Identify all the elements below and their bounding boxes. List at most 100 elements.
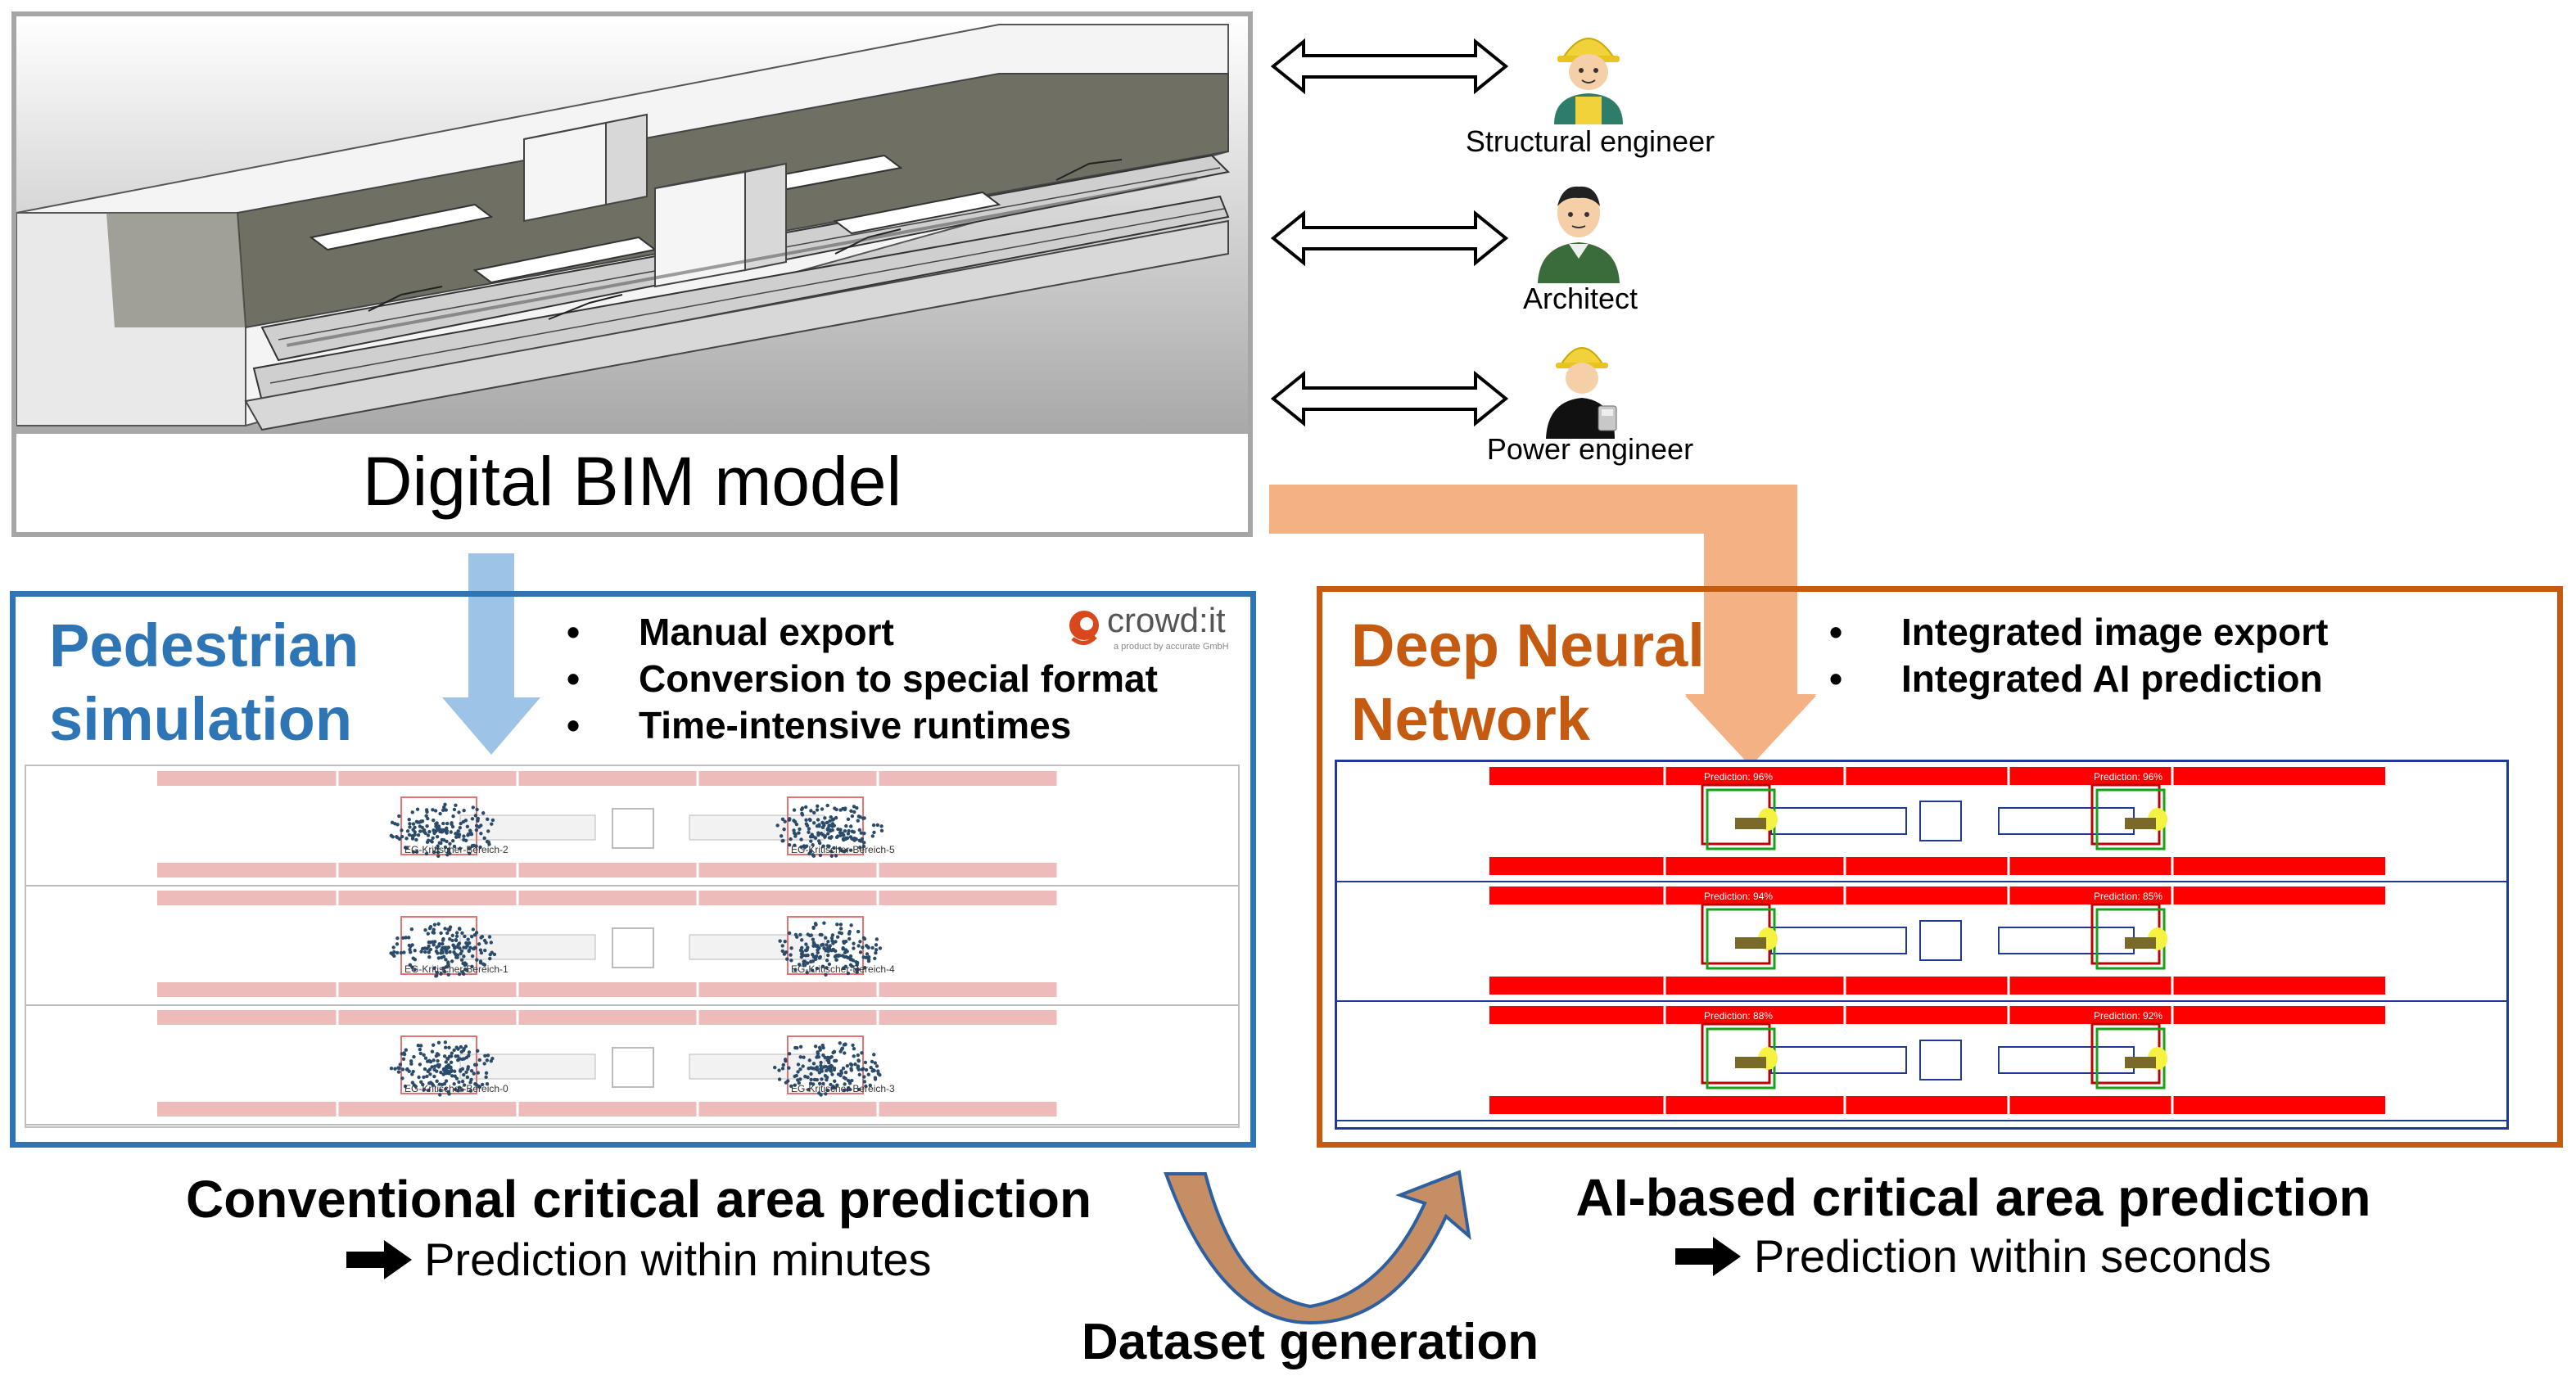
pedestrian-dot <box>816 831 820 835</box>
pedestrian-dot <box>815 966 820 971</box>
pedestrian-dot <box>489 1059 494 1063</box>
pedestrian-dot <box>445 1064 449 1069</box>
pedestrian-dot <box>830 939 834 943</box>
pedestrian-dot <box>422 1075 426 1080</box>
pedestrian-dot <box>827 1067 831 1071</box>
pedestrian-dot <box>414 819 419 824</box>
pedestrian-dot <box>454 1076 459 1080</box>
pedestrian-dot <box>407 818 411 822</box>
pedestrian-dot <box>807 1058 811 1062</box>
pedestrian-dot <box>807 817 812 822</box>
pedestrian-dot <box>794 822 799 827</box>
ai-subcaption: Prediction within seconds <box>1605 1229 2342 1287</box>
pedestrian-dot <box>457 1080 461 1085</box>
pedestrian-dot <box>396 1070 401 1074</box>
pedestrian-dot <box>423 950 427 954</box>
pedestrian-dot <box>839 1047 844 1052</box>
pedestrian-dot <box>804 822 809 826</box>
pedestrian-dot <box>474 823 479 828</box>
escalator-exit <box>2125 1057 2156 1068</box>
pedestrian-dot <box>466 832 471 837</box>
pedestrian-dot <box>870 1059 874 1064</box>
pedestrian-dot <box>459 1044 463 1049</box>
critical-area-frame <box>787 796 864 855</box>
pedestrian-dot <box>454 938 459 942</box>
pedestrian-dot <box>820 807 825 811</box>
pedestrian-dot <box>454 934 459 939</box>
pedestrian-dot <box>849 824 853 828</box>
pedestrian-dot <box>846 971 851 976</box>
pedestrian-dot <box>405 829 410 833</box>
ai-prediction-image: Prediction: 96%Prediction: 96%Prediction… <box>1335 760 2509 1130</box>
pedestrian-dot <box>448 937 452 941</box>
pedestrian-dot <box>820 1077 824 1081</box>
area-label: EG-Kritischer-Bereich-0 <box>404 1083 508 1094</box>
pedestrian-dot <box>792 819 796 823</box>
pedestrian-dot <box>441 808 445 813</box>
pedestrian-dot <box>792 828 796 832</box>
pedestrian-dot <box>872 830 876 835</box>
pedestrian-dot <box>838 833 843 837</box>
pedestrian-dot <box>835 935 840 939</box>
pedestrian-dot <box>449 830 453 834</box>
pedestrian-dot <box>416 832 421 837</box>
pedestrian-dot <box>815 808 820 812</box>
pedestrian-dot <box>455 953 460 958</box>
pedestrian-dot <box>433 809 438 813</box>
pedestrian-dot <box>792 808 797 812</box>
pedestrian-dot <box>796 1070 800 1074</box>
pedestrian-dot <box>816 839 821 843</box>
pedestrian-dot <box>465 943 469 948</box>
pedestrian-dot <box>458 927 462 932</box>
pedestrian-dot <box>874 951 878 955</box>
pedestrian-dot <box>462 834 466 838</box>
prediction-label: Prediction: 94% <box>1704 891 1773 902</box>
pedestrian-dot <box>443 1040 448 1044</box>
pedestrian-dot <box>458 825 462 830</box>
pedestrian-dot <box>870 834 874 838</box>
pedestrian-dot <box>430 1049 435 1053</box>
pedestrian-dot <box>829 835 834 839</box>
pedestrian-dot <box>859 839 863 843</box>
pedestrian-dot <box>435 970 440 975</box>
pedestrian-dot <box>852 830 856 834</box>
pedestrian-dot <box>441 938 445 942</box>
pedestrian-dot <box>811 1062 816 1066</box>
pedestrian-dot <box>466 1067 470 1071</box>
pedestrian-dot <box>836 827 840 832</box>
pedestrian-title: Pedestrian simulation <box>49 609 359 756</box>
structural-engineer-icon <box>1554 38 1623 124</box>
pedestrian-dot <box>424 808 429 812</box>
pedestrian-dot <box>490 818 495 823</box>
prediction-label: Prediction: 96% <box>1704 771 1773 783</box>
pedestrian-dot <box>452 1082 456 1086</box>
pedestrian-dot <box>424 814 428 818</box>
pedestrian-dot <box>802 1055 806 1059</box>
pedestrian-dot <box>802 962 806 967</box>
pedestrian-dot <box>860 1051 864 1055</box>
pedestrian-dot <box>812 942 817 947</box>
pedestrian-dot <box>879 828 884 832</box>
pedestrian-dot <box>849 809 853 814</box>
pedestrian-dot <box>780 839 784 843</box>
pedestrian-dot <box>454 832 458 836</box>
ai-subcaption-text: Prediction within seconds <box>1753 1230 2271 1282</box>
pedestrian-dot <box>829 854 834 858</box>
pedestrian-dot <box>806 961 810 965</box>
pedestrian-dot <box>427 954 432 959</box>
pedestrian-dot <box>432 927 436 932</box>
pedestrian-dot <box>417 1075 421 1080</box>
pedestrian-dot <box>427 829 432 834</box>
pedestrian-dot <box>399 950 404 955</box>
pedestrian-dot <box>398 1062 403 1067</box>
pedestrian-dot <box>473 814 478 818</box>
pedestrian-dot <box>467 949 471 954</box>
pedestrian-title-line1: Pedestrian <box>49 611 359 679</box>
pedestrian-dot <box>843 828 847 833</box>
pedestrian-dot <box>420 819 425 823</box>
pedestrian-dot <box>468 945 472 950</box>
pedestrian-dot <box>452 1048 456 1053</box>
ai-caption: AI-based critical area prediction <box>1575 1168 2371 1227</box>
pedestrian-dot <box>463 1044 468 1049</box>
pedestrian-dot <box>816 804 820 809</box>
